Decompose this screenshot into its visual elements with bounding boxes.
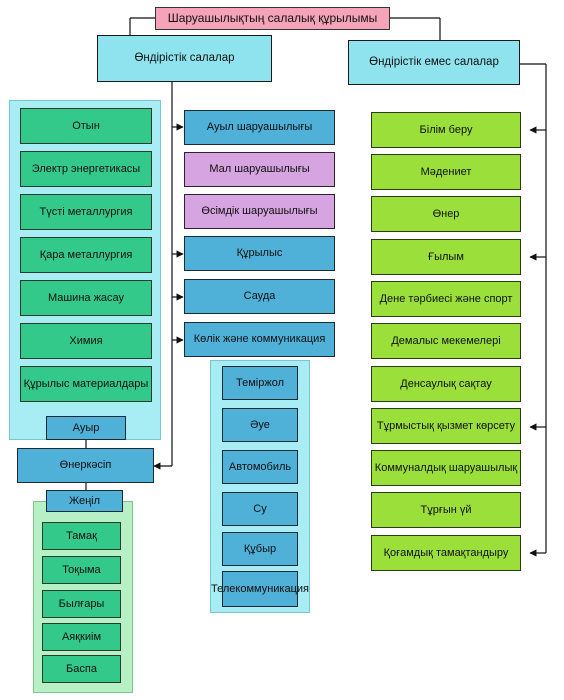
non-productive-item: Демалыс мекемелері <box>371 323 521 359</box>
non-productive-item: Ғылым <box>371 239 521 275</box>
non-productive-item: Тұрғын үй <box>371 492 521 528</box>
non-productive-item: Қоғамдық тамақтандыру <box>371 535 521 571</box>
sector-box: Сауда <box>184 279 335 314</box>
transport-branch: Су <box>222 492 298 526</box>
light-industry-branch: Аяқкиім <box>42 623 121 651</box>
heavy-industry-label: Ауыр <box>46 416 126 440</box>
transport-branch: Автомобиль <box>222 450 298 484</box>
non-productive-item: Денсаулық сақтау <box>371 366 521 402</box>
sub-sector-box: Өсімдік шаруашылығы <box>184 194 335 229</box>
sub-sector-box: Мал шаруашылығы <box>184 152 335 187</box>
industry-box: Өнеркәсіп <box>17 448 154 483</box>
diagram-title: Шаруашылықтың салалық құрылымы <box>155 7 390 30</box>
light-industry-branch: Тамақ <box>42 522 121 550</box>
industry-branch: Машина жасау <box>20 280 152 316</box>
non-productive-item: Өнер <box>371 196 521 232</box>
non-productive-item: Коммуналдық шаруашылық <box>371 450 521 486</box>
transport-branch: Құбыр <box>222 532 298 566</box>
light-industry-label: Жеңіл <box>46 490 123 512</box>
productive-header: Өндірістік салалар <box>97 35 272 82</box>
light-industry-branch: Былғары <box>42 590 121 618</box>
non-productive-item: Мәдениет <box>371 154 521 190</box>
transport-panel <box>210 360 310 613</box>
transport-branch: Телекоммуникация <box>211 571 309 607</box>
light-industry-branch: Баспа <box>42 655 121 683</box>
industry-branch: Түсті металлургия <box>20 194 152 230</box>
sector-box: Ауыл шаруашылығы <box>184 110 335 145</box>
non-productive-item: Тұрмыстық қызмет көрсету <box>371 408 521 444</box>
industry-branch: Қара металлургия <box>20 237 152 273</box>
industry-branch: Отын <box>20 108 152 144</box>
sector-box: Көлік және коммуникация <box>184 322 335 357</box>
light-industry-branch: Тоқыма <box>42 556 121 584</box>
industry-branch: Электр энергетикасы <box>20 151 152 187</box>
industry-branch: Химия <box>20 323 152 359</box>
non-productive-item: Білім беру <box>371 112 521 148</box>
non-productive-item: Дене тәрбиесі және спорт <box>371 281 521 317</box>
industry-branch: Құрылыс материалдары <box>20 366 152 402</box>
sector-box: Құрылыс <box>184 236 335 271</box>
transport-branch: Әуе <box>222 408 298 442</box>
transport-branch: Теміржол <box>222 366 298 400</box>
non-productive-header: Өндірістік емес салалар <box>348 40 520 85</box>
